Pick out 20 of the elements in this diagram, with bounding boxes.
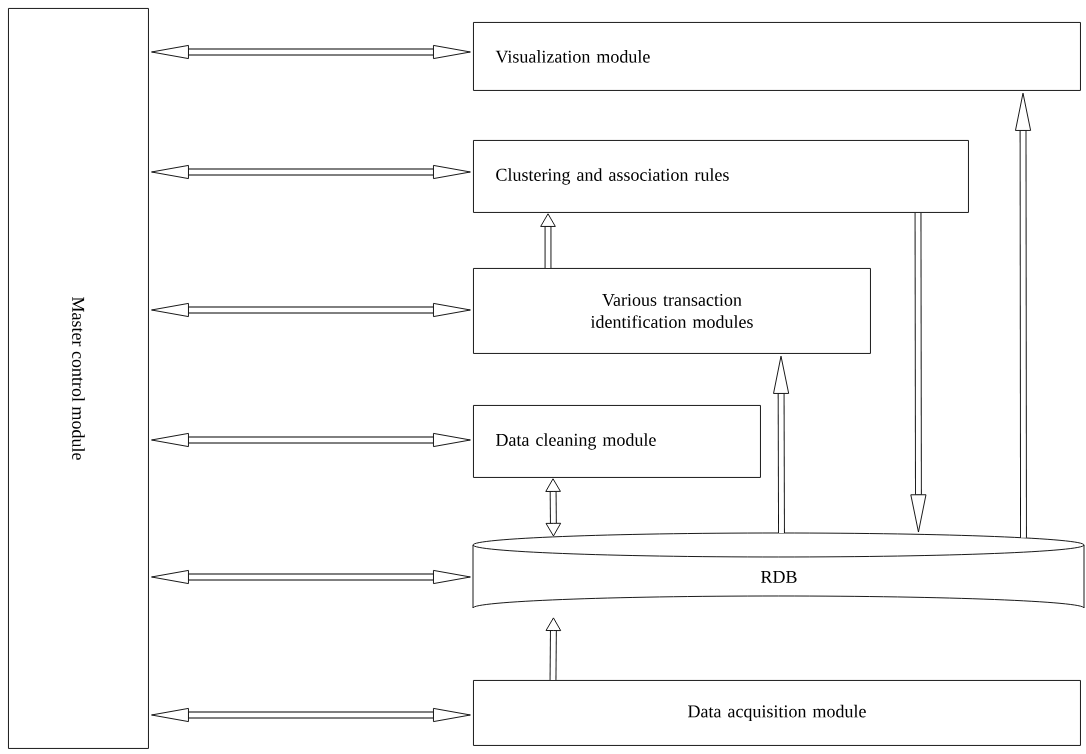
module-box: Visualization module	[473, 22, 1081, 91]
database-cylinder: RDB	[472, 532, 1085, 609]
arrow	[151, 432, 471, 448]
arrow	[151, 302, 471, 318]
module-box: Master control module	[8, 8, 149, 749]
arrow	[151, 164, 471, 180]
module-box: Data acquisition module	[473, 680, 1081, 746]
arrow	[773, 355, 790, 533]
arrow	[151, 44, 471, 60]
arrow	[540, 213, 556, 268]
node-label: RDB	[760, 571, 797, 583]
module-box: Various transaction identification modules	[473, 268, 871, 354]
arrow	[545, 617, 562, 680]
module-box: Data cleaning module	[473, 405, 761, 478]
arrow	[151, 707, 471, 723]
module-box: Clustering and association rules	[473, 140, 969, 213]
arrow	[910, 212, 927, 533]
arrow	[545, 478, 562, 537]
arrow	[1015, 92, 1032, 538]
arrow	[151, 569, 471, 585]
